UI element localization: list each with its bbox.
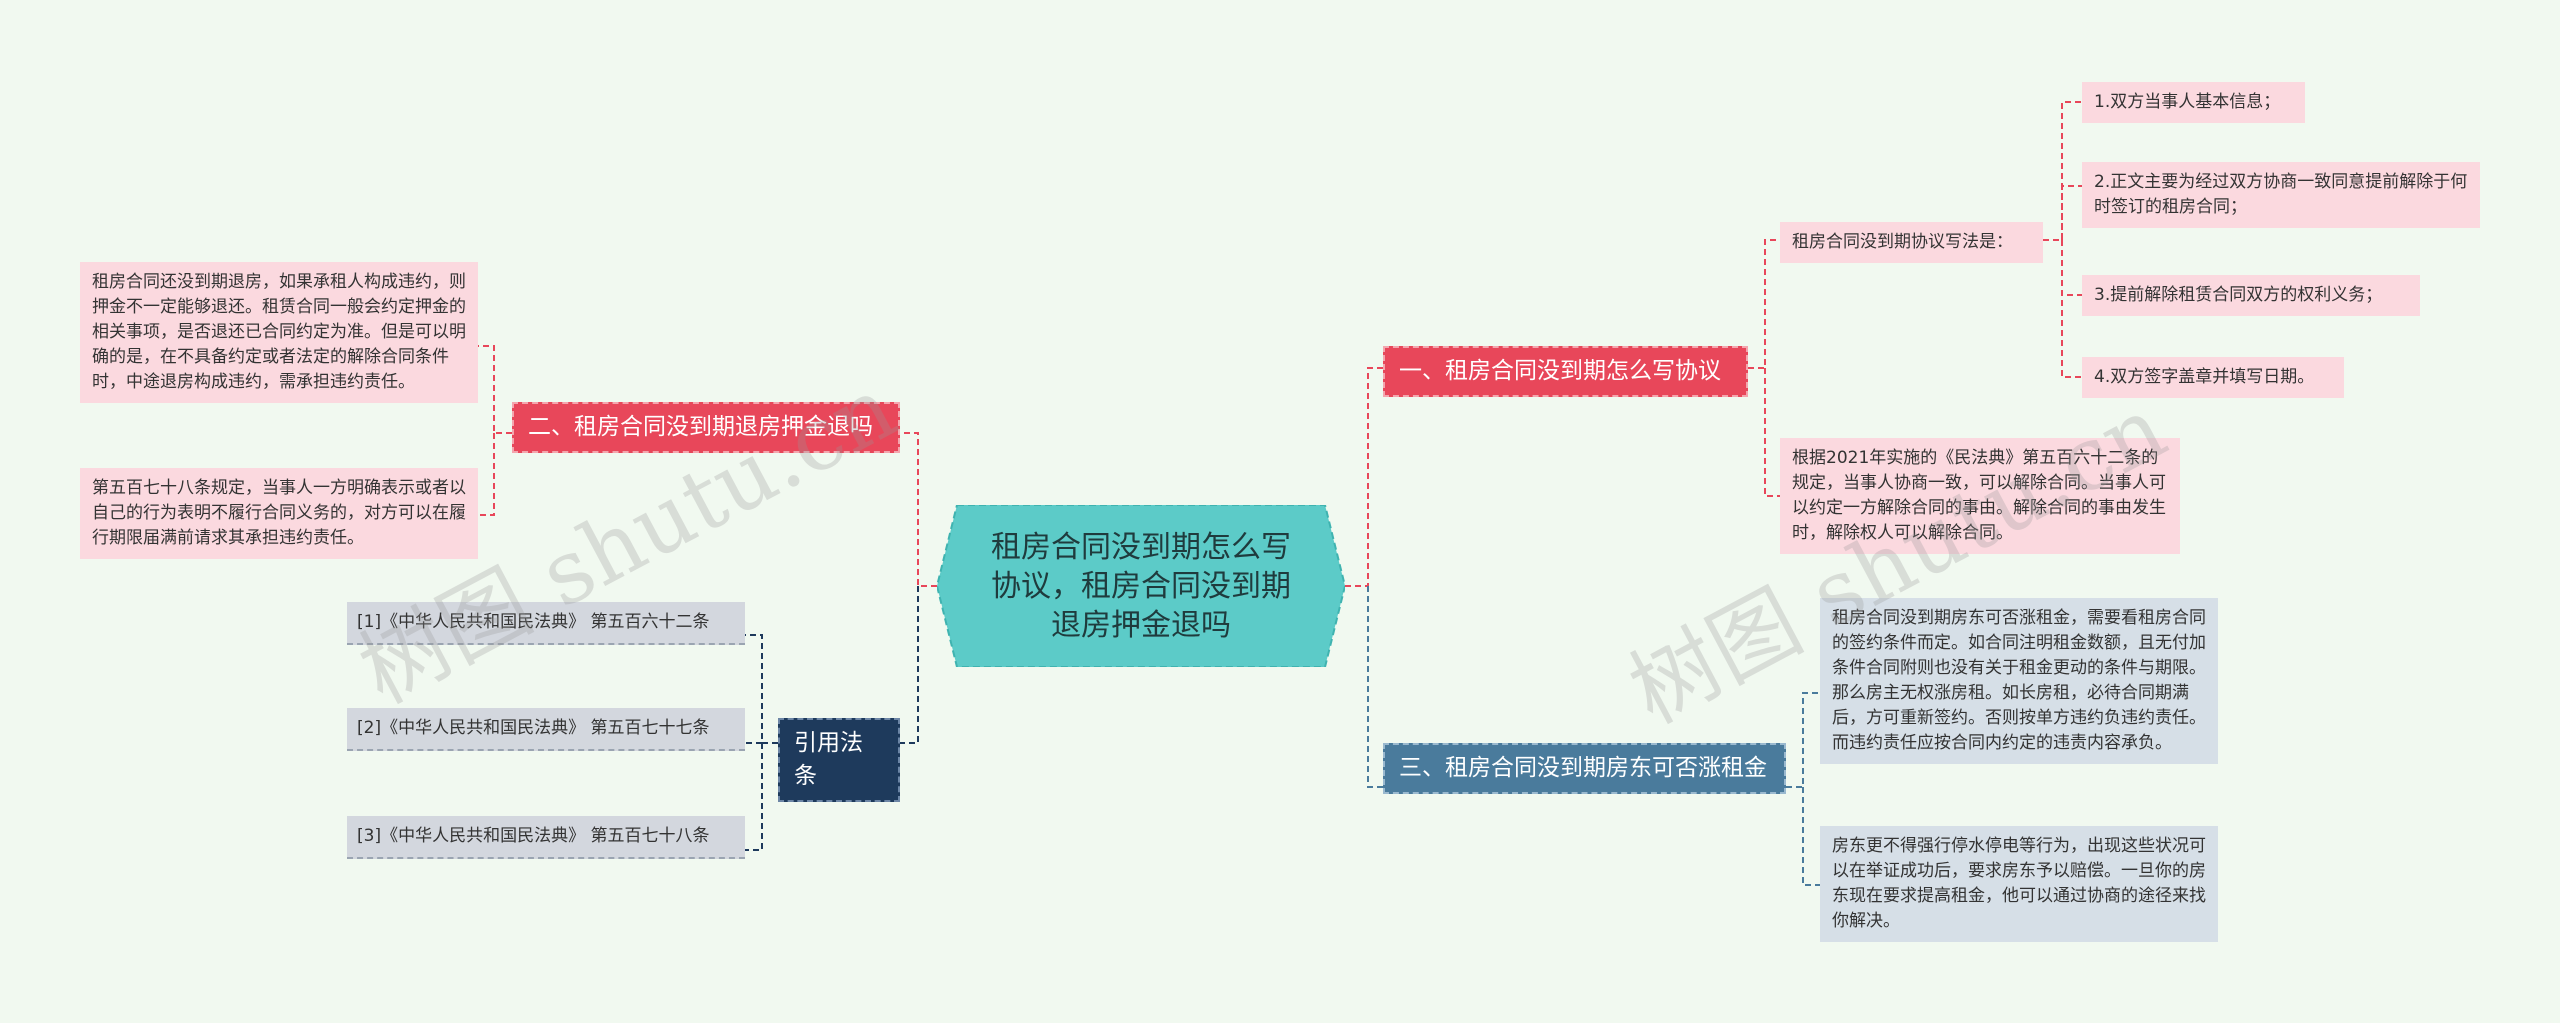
central-topic-shape: [937, 505, 1345, 667]
branch-cited-laws[interactable]: 引用法条: [778, 718, 900, 802]
list-item-text: 3.提前解除租赁合同双方的权利义务；: [2094, 285, 2383, 305]
list-item-text: 2.正文主要为经过双方协商一致同意提前解除于何时签订的租房合同；: [2094, 172, 2468, 217]
list-item[interactable]: 房东更不得强行停水停电等行为，出现这些状况可以在举证成功后，要求房东予以赔偿。一…: [1820, 826, 2218, 942]
list-item[interactable]: 4.双方签字盖章并填写日期。: [2082, 357, 2344, 398]
list-item[interactable]: [1]《中华人民共和国民法典》 第五百六十二条: [347, 602, 745, 645]
list-item[interactable]: 租房合同没到期房东可否涨租金，需要看租房合同的签约条件而定。如合同注明租金数额，…: [1820, 598, 2218, 764]
branch-label: 二、租房合同没到期退房押金退吗: [528, 414, 873, 440]
list-item-text: [2]《中华人民共和国民法典》 第五百七十七条: [357, 718, 710, 738]
agreement-method-label[interactable]: 租房合同没到期协议写法是：: [1780, 222, 2043, 263]
list-item-text: 租房合同没到期房东可否涨租金，需要看租房合同的签约条件而定。如合同注明租金数额，…: [1832, 608, 2206, 753]
list-item-text: [3]《中华人民共和国民法典》 第五百七十八条: [357, 826, 710, 846]
list-item[interactable]: 2.正文主要为经过双方协商一致同意提前解除于何时签订的租房合同；: [2082, 162, 2480, 228]
list-item-text: 1.双方当事人基本信息；: [2094, 92, 2281, 112]
branch-label: 一、租房合同没到期怎么写协议: [1399, 358, 1721, 384]
agreement-method-text: 租房合同没到期协议写法是：: [1792, 232, 2013, 252]
list-item[interactable]: 第五百七十八条规定，当事人一方明确表示或者以自己的行为表明不履行合同义务的，对方…: [80, 468, 478, 559]
branch-how-to-write-agreement[interactable]: 一、租房合同没到期怎么写协议: [1383, 346, 1748, 397]
list-item-text: 第五百七十八条规定，当事人一方明确表示或者以自己的行为表明不履行合同义务的，对方…: [92, 478, 466, 548]
list-item[interactable]: 租房合同还没到期退房，如果承租人构成违约，则押金不一定能够退还。租赁合同一般会约…: [80, 262, 478, 403]
list-item-text: [1]《中华人民共和国民法典》 第五百六十二条: [357, 612, 710, 632]
list-item-text: 4.双方签字盖章并填写日期。: [2094, 367, 2315, 387]
list-item-text: 租房合同还没到期退房，如果承租人构成违约，则押金不一定能够退还。租赁合同一般会约…: [92, 272, 466, 392]
civil-code-note-text: 根据2021年实施的《民法典》第五百六十二条的规定，当事人协商一致，可以解除合同…: [1792, 448, 2166, 543]
list-item[interactable]: [2]《中华人民共和国民法典》 第五百七十七条: [347, 708, 745, 751]
branch-deposit-refund[interactable]: 二、租房合同没到期退房押金退吗: [512, 402, 900, 453]
branch-label: 引用法条: [794, 730, 863, 789]
list-item[interactable]: 3.提前解除租赁合同双方的权利义务；: [2082, 275, 2420, 316]
branch-label: 三、租房合同没到期房东可否涨租金: [1399, 755, 1767, 781]
list-item[interactable]: 1.双方当事人基本信息；: [2082, 82, 2305, 123]
list-item[interactable]: [3]《中华人民共和国民法典》 第五百七十八条: [347, 816, 745, 859]
list-item-text: 房东更不得强行停水停电等行为，出现这些状况可以在举证成功后，要求房东予以赔偿。一…: [1832, 836, 2206, 931]
central-topic-text: 租房合同没到期怎么写协议，租房合同没到期退房押金退吗: [991, 529, 1291, 643]
civil-code-note[interactable]: 根据2021年实施的《民法典》第五百六十二条的规定，当事人协商一致，可以解除合同…: [1780, 438, 2180, 554]
central-topic[interactable]: 租房合同没到期怎么写协议，租房合同没到期退房押金退吗: [937, 505, 1345, 667]
branch-rent-increase[interactable]: 三、租房合同没到期房东可否涨租金: [1383, 743, 1786, 794]
